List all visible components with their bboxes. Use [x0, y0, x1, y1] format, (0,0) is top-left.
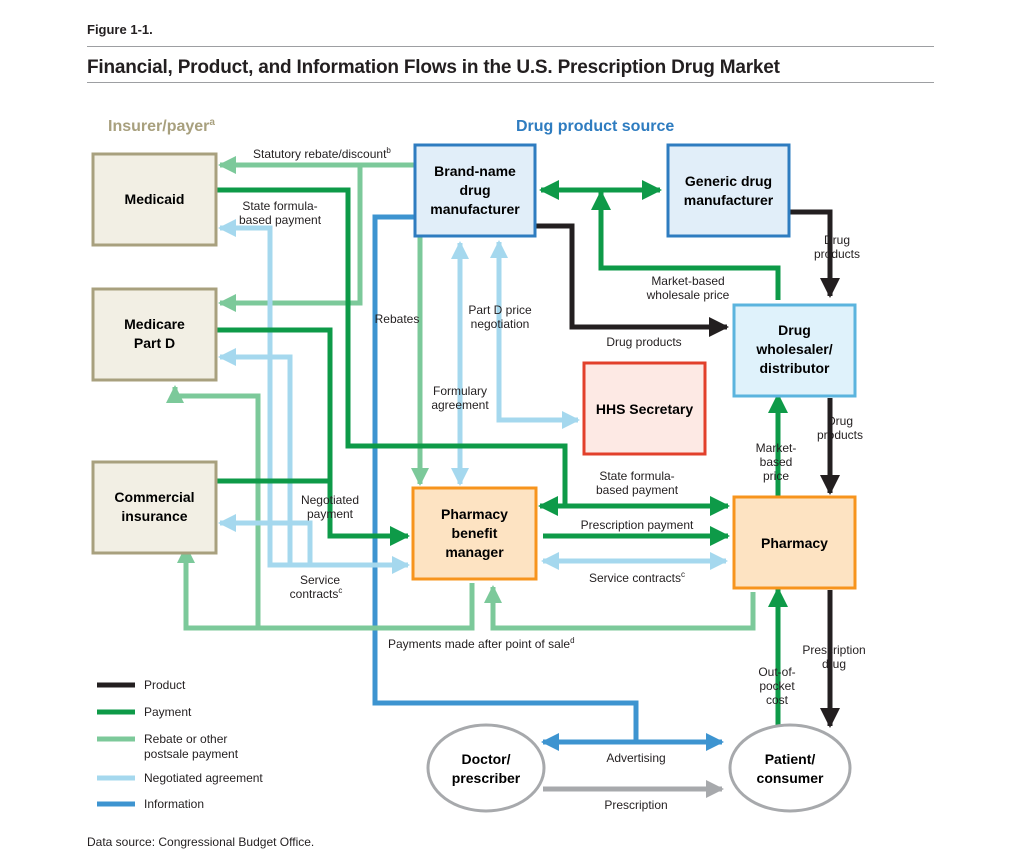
- payments-after-sale-line: [177, 545, 475, 631]
- figure-title: Financial, Product, and Information Flow…: [87, 57, 780, 78]
- service-contracts-medicare-arrow: [218, 348, 293, 565]
- node-patient-consumer: Patient/consumer: [728, 723, 852, 813]
- label-payments-after-sale: Payments made after point of saled: [388, 636, 575, 651]
- medicare-payment-line: [216, 327, 333, 536]
- node-medicaid: Medicaid: [91, 152, 218, 247]
- label-rebates: Rebates: [375, 312, 420, 326]
- legend-item-information: Information: [97, 797, 204, 811]
- svg-text:Doctor/prescriber: Doctor/prescriber: [452, 751, 521, 786]
- svg-text:Product: Product: [144, 678, 186, 692]
- state-formula-payment-line: [216, 187, 568, 506]
- svg-text:Negotiated agreement: Negotiated agreement: [144, 771, 263, 785]
- node-doctor-prescriber: Doctor/prescriber: [426, 723, 546, 813]
- svg-text:Information: Information: [144, 797, 204, 811]
- legend-item-payment: Payment: [97, 705, 192, 719]
- pharmacy-postsale-line: [484, 585, 756, 631]
- label-service-contracts-right: Service contractsc: [589, 570, 685, 585]
- top-rule: [87, 46, 934, 47]
- service-contracts-commercial-arrow: [218, 514, 313, 565]
- drug-products-brand-arrow: [535, 223, 729, 337]
- label-state-formula-top: State formula-based payment: [239, 199, 322, 227]
- market-wholesale-price-arrow: [591, 190, 781, 300]
- node-pharmacy: Pharmacy: [732, 495, 857, 590]
- part-d-negotiation-arrow: [490, 240, 580, 429]
- title-rule: [87, 82, 934, 83]
- drug-source-header: Drug product source: [516, 118, 674, 135]
- figure-number: Figure 1-1.: [87, 22, 153, 37]
- svg-text:Patient/consumer: Patient/consumer: [757, 751, 824, 786]
- legend-item-product: Product: [97, 678, 186, 692]
- label-prescription: Prescription: [604, 798, 667, 812]
- svg-text:Pharmacy: Pharmacy: [761, 535, 828, 551]
- drug-products-generic-arrow: [789, 209, 840, 298]
- data-source-note: Data source: Congressional Budget Office…: [87, 835, 315, 849]
- svg-text:Medicaid: Medicaid: [125, 191, 185, 207]
- label-advertising: Advertising: [606, 751, 665, 765]
- statutory-rebate-medicare-arrow: [218, 165, 363, 312]
- payments-after-sale-medicare-line: [166, 385, 261, 628]
- legend-item-negotiated: Negotiated agreement: [97, 771, 263, 785]
- label-drug-products-brand: Drug products: [606, 335, 681, 349]
- svg-text:Payment: Payment: [144, 705, 192, 719]
- label-prescription-payment: Prescription payment: [581, 518, 694, 532]
- insurer-payer-header: Insurer/payera: [108, 117, 215, 135]
- label-statutory-rebate: Statutory rebate/discountb: [253, 146, 391, 161]
- negotiated-payment-arrow: [216, 478, 410, 546]
- node-hhs-secretary: HHS Secretary: [582, 361, 707, 456]
- information-arrow-advertising: [372, 214, 639, 742]
- svg-text:HHS Secretary: HHS Secretary: [596, 401, 693, 417]
- label-state-formula-pharmacy: State formula-based payment: [596, 469, 679, 497]
